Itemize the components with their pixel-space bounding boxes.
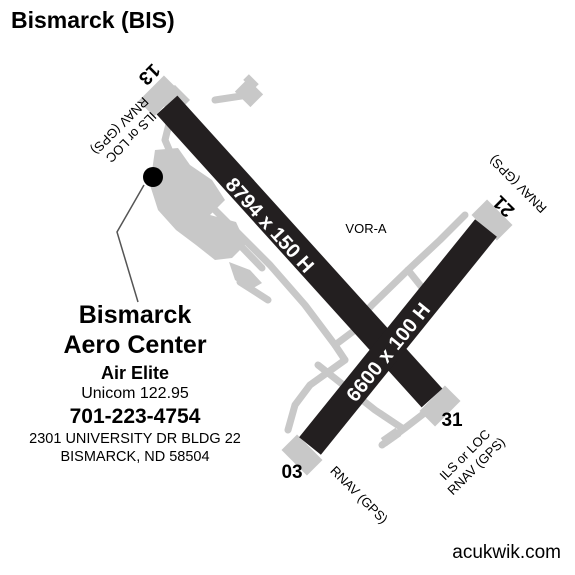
runway-21-03-surface (299, 219, 497, 455)
taxiway-connector-1 (331, 326, 359, 349)
taxiway-connector-2 (314, 361, 406, 432)
apron-north-hangar-2 (243, 74, 259, 90)
runway-end-31: 31 (441, 410, 463, 431)
apron-terminal (150, 148, 246, 260)
fbo-name-line2: Aero Center (63, 331, 207, 359)
approach-label-03: RNAV (GPS) (327, 463, 391, 527)
fbo-brand: Air Elite (100, 363, 170, 383)
threshold-03 (281, 434, 323, 476)
apron-north-hangar (234, 78, 264, 108)
fbo-info: Bismarck Aero Center Air Elite Unicom 12… (10, 300, 260, 466)
apron-south-west (229, 262, 262, 290)
fbo-address-line2: BISMARCK, ND 58504 (60, 449, 210, 465)
fbo-unicom: Unicom 122.95 (81, 385, 189, 402)
approach-label-31: ILS or LOC RNAV (GPS) (437, 427, 508, 498)
fbo-name-line1: Bismarck (78, 301, 192, 329)
fbo-leader-line (116, 184, 145, 303)
page-title: Bismarck (BIS) (11, 7, 175, 33)
navaid-label: VOR-A (345, 221, 387, 236)
threshold-21 (471, 199, 513, 241)
apron-hangar-south (380, 427, 402, 447)
footer-website: acukwik.com (452, 542, 561, 563)
threshold-31 (419, 385, 461, 427)
fbo-location-marker (143, 167, 163, 187)
runway-end-03: 03 (281, 462, 302, 483)
fbo-address-line1: 2301 UNIVERSITY DR BLDG 22 (29, 431, 241, 447)
approach-label-13: ILS or LOC RNAV (GPS) (88, 94, 159, 165)
threshold-13 (138, 75, 180, 117)
fbo-phone: 701-223-4754 (69, 405, 201, 428)
